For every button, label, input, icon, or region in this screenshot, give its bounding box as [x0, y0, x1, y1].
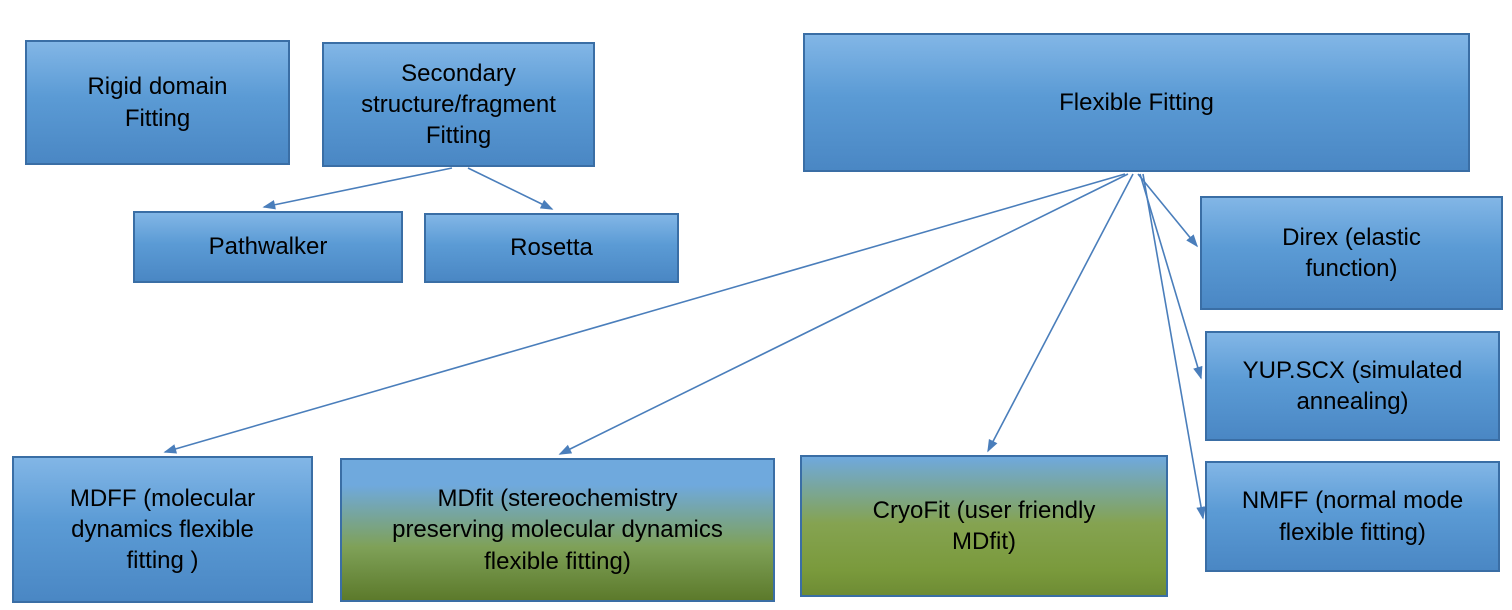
node-mdff: MDFF (molecular dynamics flexible fittin… [12, 456, 313, 603]
edge-secondary-to-rosetta [467, 167, 554, 210]
node-yup-scx: YUP.SCX (simulated annealing) [1205, 331, 1500, 441]
node-secondary-structure-fitting: Secondary structure/fragment Fitting [322, 42, 595, 167]
node-rosetta: Rosetta [424, 213, 679, 283]
edge-secondary-to-pathwalker [262, 167, 453, 210]
edge-flexible-to-direx [1137, 173, 1199, 248]
node-mdfit: MDfit (stereochemistry preserving molecu… [340, 458, 775, 602]
node-flexible-fitting: Flexible Fitting [803, 33, 1470, 172]
node-nmff: NMFF (normal mode flexible fitting) [1205, 461, 1500, 572]
node-pathwalker: Pathwalker [133, 211, 403, 283]
node-cryofit: CryoFit (user friendly MDfit) [800, 455, 1168, 597]
edge-flexible-to-cryofit [987, 173, 1134, 453]
node-direx: Direx (elastic function) [1200, 196, 1503, 310]
edge-flexible-to-yupscx [1139, 173, 1203, 380]
node-rigid-domain-fitting: Rigid domain Fitting [25, 40, 290, 165]
